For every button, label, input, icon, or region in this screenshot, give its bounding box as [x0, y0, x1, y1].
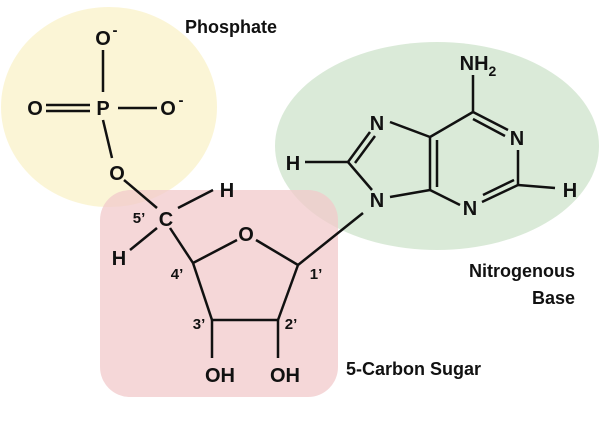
atom-n3: N — [463, 198, 477, 220]
carbon-number-3: 3’ — [193, 316, 206, 333]
atom-n7: N — [370, 113, 384, 135]
atom-h-c5-left: H — [112, 248, 126, 270]
carbon-numbers: 5’ 4’ 3’ 2’ 1’ — [133, 210, 323, 333]
atom-o-ring: O — [238, 224, 254, 246]
atom-n9: N — [370, 190, 384, 212]
atom-o-bridge: O — [109, 163, 125, 185]
atom-c5: C — [159, 209, 173, 231]
charge-right: - — [179, 92, 184, 109]
bonds — [46, 50, 556, 358]
atom-p: P — [96, 98, 109, 120]
atom-n1: N — [510, 128, 524, 150]
label-nitrogenous: Nitrogenous — [469, 261, 575, 281]
carbon-number-4: 4’ — [171, 266, 184, 283]
carbon-number-2: 2’ — [285, 316, 298, 333]
atom-o-left: O — [27, 98, 43, 120]
atom-h8: H — [286, 153, 300, 175]
carbon-number-5: 5’ — [133, 210, 146, 227]
atom-h-c5-top: H — [220, 180, 234, 202]
carbon-number-1: 1’ — [310, 266, 323, 283]
label-phosphate: Phosphate — [185, 17, 277, 37]
label-sugar: 5-Carbon Sugar — [346, 359, 481, 379]
charge-top: - — [113, 22, 118, 39]
atom-nh2: NH2 — [460, 53, 497, 79]
atom-labels: O - P O O - O C H H O OH OH N N N N NH2 … — [27, 22, 577, 387]
atom-oh-2: OH — [270, 365, 300, 387]
atom-o-top: O — [95, 28, 111, 50]
phosphate-region — [1, 7, 217, 207]
atom-o-right: O — [160, 98, 176, 120]
label-base: Base — [532, 288, 575, 308]
atom-oh-3: OH — [205, 365, 235, 387]
atom-h2: H — [563, 180, 577, 202]
